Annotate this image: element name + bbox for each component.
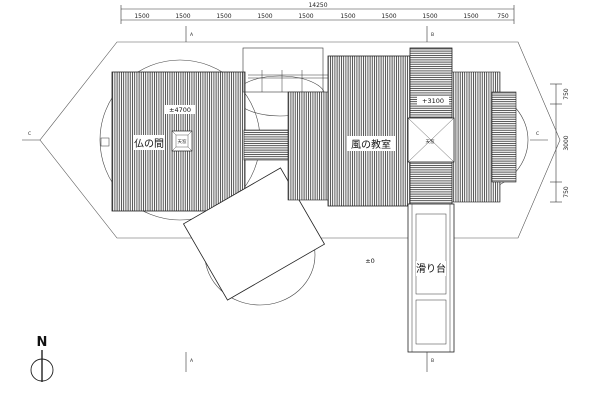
segment-dimensions: 1500 1500 1500 1500 1500 1500 1500 1500 … (121, 13, 514, 21)
right-dim-label: 750 (563, 88, 570, 100)
kaze-level: +3100 (422, 97, 444, 105)
kaze-room: 天窓 風の教室 +3100 (287, 47, 517, 207)
segment-dim-label: 1500 (463, 13, 478, 20)
segment-dim-label: 750 (497, 13, 509, 20)
slide: 滑り台 (407, 203, 455, 353)
segment-dim-label: 1500 (422, 13, 437, 20)
rotated-platform (182, 167, 326, 301)
segment-dim-label: 1500 (216, 13, 231, 20)
section-mark-c: C (536, 131, 539, 137)
segment-dim-label: 1500 (340, 13, 355, 20)
section-mark-b: B (431, 358, 434, 364)
right-dim-label: 750 (563, 186, 570, 198)
slide-label: 滑り台 (416, 262, 446, 275)
kaze-room-label: 風の教室 (351, 138, 391, 151)
hotoke-room-label: 仏の間 (134, 138, 164, 150)
overall-dimension-label: 14250 (308, 2, 327, 9)
upper-terrace (242, 47, 330, 93)
connecting-bridge (243, 129, 290, 161)
segment-dim-label: 1500 (134, 13, 149, 20)
segment-dim-label: 1500 (175, 13, 190, 20)
section-mark-a: A (190, 358, 194, 364)
section-mark-a: A (190, 32, 194, 38)
right-dimension: 750 3000 750 (550, 83, 570, 203)
pier (100, 137, 110, 147)
section-mark-b: B (431, 32, 434, 38)
overall-dimension: 14250 (120, 2, 515, 24)
section-marks: A A B B C C (22, 26, 548, 372)
hotoke-room: 天窓 仏の間 ±4700 (111, 71, 246, 212)
segment-dim-label: 1500 (381, 13, 396, 20)
ground-level: ±0 (365, 257, 375, 265)
kaze-skylight-label: 天窓 (426, 138, 435, 145)
segment-dim-label: 1500 (298, 13, 313, 20)
hotoke-skylight-label: 天窓 (178, 138, 187, 145)
north-label: N (37, 335, 48, 350)
north-arrow: N (30, 335, 54, 382)
hotoke-level: ±4700 (169, 106, 191, 114)
segment-dim-label: 1500 (257, 13, 272, 20)
section-mark-c: C (28, 131, 31, 137)
right-dim-label: 3000 (563, 135, 570, 150)
